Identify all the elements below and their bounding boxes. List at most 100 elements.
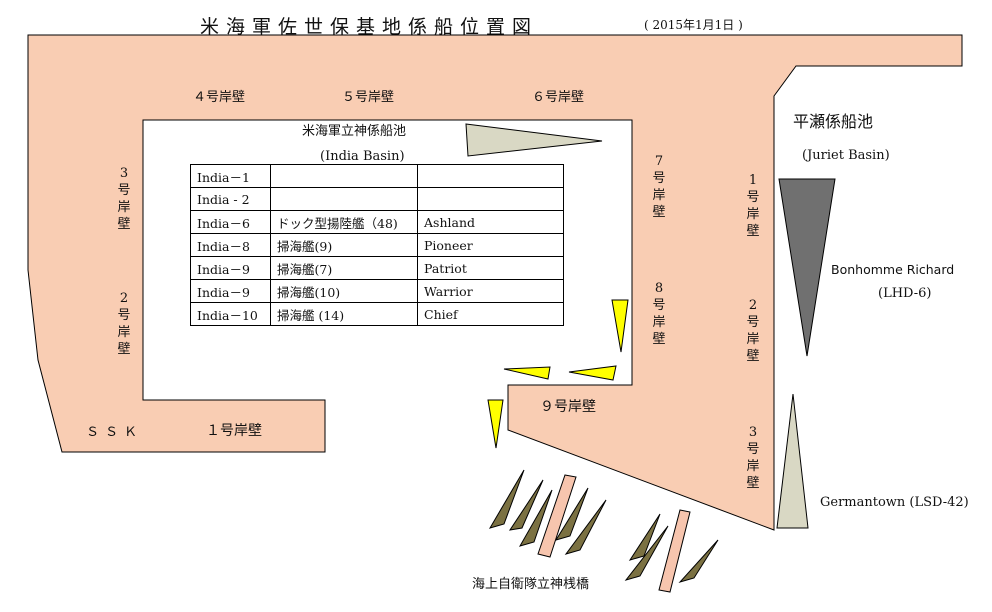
vertical-char: 壁 xyxy=(746,224,760,239)
ship-type-cell: ドック型揚陸艦（48) xyxy=(270,210,418,234)
vertical-char: 3 xyxy=(119,166,129,181)
ship-name-cell: Chief xyxy=(417,302,564,326)
vertical-char: 壁 xyxy=(746,476,760,491)
jmsdf-ship xyxy=(678,539,719,583)
berth-cell: India－10 xyxy=(190,302,271,326)
pier-label-3-left-text: 3 号岸壁 xyxy=(116,165,132,233)
vertical-char: 号 xyxy=(117,308,131,323)
jmsdf-ship xyxy=(488,469,525,529)
jmsdf-pier-left xyxy=(537,474,577,558)
germantown-label: Germantown (LSD-42) xyxy=(820,495,969,510)
minesweeper-9a xyxy=(503,366,551,380)
jmsdf-ship xyxy=(624,525,669,581)
ship-name-cell xyxy=(417,187,564,211)
berth-cell: India－9 xyxy=(190,256,271,280)
vertical-char: 2 xyxy=(748,298,758,313)
ship-type-cell: 掃海艦(9) xyxy=(270,233,418,257)
minesweeper-9b xyxy=(568,365,617,381)
ssk-label: ＳＳＫ xyxy=(86,425,144,440)
berth-cell: India－9 xyxy=(190,279,271,303)
juriet-basin-jp: 平瀬係船池 xyxy=(793,112,874,131)
pier-label-3-left: 3 号岸壁 xyxy=(116,165,132,233)
ship-type-cell: 掃海艦(10) xyxy=(270,279,418,303)
pier-label-1: １号岸壁 xyxy=(206,423,262,439)
vertical-char: 岸 xyxy=(746,332,760,347)
vertical-char: 岸 xyxy=(652,188,666,203)
pier-label-2-left-text: 2 号岸壁 xyxy=(116,290,132,358)
vertical-char: 号 xyxy=(746,315,760,330)
vertical-char: 8 xyxy=(654,281,664,296)
vertical-char: 壁 xyxy=(746,349,760,364)
berth-cell: India－1 xyxy=(190,164,271,188)
juriet-basin-en: (Juriet Basin) xyxy=(802,148,890,163)
jmsdf-ship xyxy=(508,479,544,531)
vertical-char: 号 xyxy=(746,442,760,457)
vertical-char: 号 xyxy=(117,183,131,198)
ship-germantown xyxy=(776,393,809,529)
vertical-char: 号 xyxy=(746,190,760,205)
vertical-char: 壁 xyxy=(117,342,131,357)
vertical-char: 号 xyxy=(652,171,666,186)
ship-type-cell xyxy=(270,187,418,211)
india-basin-en: (India Basin) xyxy=(320,149,405,164)
ship-type-cell: 掃海艦(7) xyxy=(270,256,418,280)
ship-name-cell: Ashland xyxy=(417,210,564,234)
ship-type-cell xyxy=(270,164,418,188)
title-date: ( 2015年1月1日 ) xyxy=(644,18,743,32)
vertical-char: 岸 xyxy=(117,200,131,215)
vertical-char: 2 xyxy=(119,291,129,306)
bonhomme-richard-label: Bonhomme Richard xyxy=(831,262,955,277)
ship-name-cell xyxy=(417,164,564,188)
pier-label-6: ６号岸壁 xyxy=(532,90,585,105)
pier-label-2-right: 2 号岸壁 xyxy=(745,297,761,365)
berth-cell: India－6 xyxy=(190,210,271,234)
minesweeper-10 xyxy=(487,399,504,449)
pier-label-5: ５号岸壁 xyxy=(342,90,395,105)
vertical-char: 岸 xyxy=(117,325,131,340)
jmsdf-ship xyxy=(628,513,661,561)
ship-type-cell: 掃海艦 (14) xyxy=(270,302,418,326)
ship-ashland xyxy=(465,123,603,157)
berth-cell: India－8 xyxy=(190,233,271,257)
india-basin-jp: 米海軍立神係船池 xyxy=(302,124,407,139)
vertical-char: 岸 xyxy=(746,207,760,222)
vertical-char: 岸 xyxy=(652,315,666,330)
land-mass xyxy=(27,34,963,531)
vertical-char: 壁 xyxy=(117,217,131,232)
page-title: 米海軍佐世保基地係船位置図 xyxy=(200,16,539,38)
bonhomme-richard-hull: (LHD-6) xyxy=(878,286,932,301)
pier-label-4: ４号岸壁 xyxy=(193,90,246,105)
jmsdf-pier-label: 海上自衛隊立神桟橋 xyxy=(472,577,590,592)
ship-name-cell: Warrior xyxy=(417,279,564,303)
berth-cell: India - 2 xyxy=(190,187,271,211)
jmsdf-pier-right xyxy=(658,509,691,593)
vertical-char: 壁 xyxy=(652,332,666,347)
pier-label-2-left: 2 号岸壁 xyxy=(116,290,132,358)
jmsdf-ship xyxy=(554,487,589,541)
jmsdf-ship xyxy=(564,499,607,555)
berth-table-row: India - 2 xyxy=(190,187,564,211)
minesweeper-8 xyxy=(611,299,629,353)
jmsdf-ship xyxy=(518,489,553,547)
pier-label-9: ９号岸壁 xyxy=(540,399,596,415)
ship-bonhomme-richard xyxy=(778,178,836,357)
vertical-char: 7 xyxy=(654,154,664,169)
vertical-char: 3 xyxy=(748,425,758,440)
ship-name-cell: Patriot xyxy=(417,256,564,280)
pier-label-2-right-text: 2 号岸壁 xyxy=(745,297,761,365)
